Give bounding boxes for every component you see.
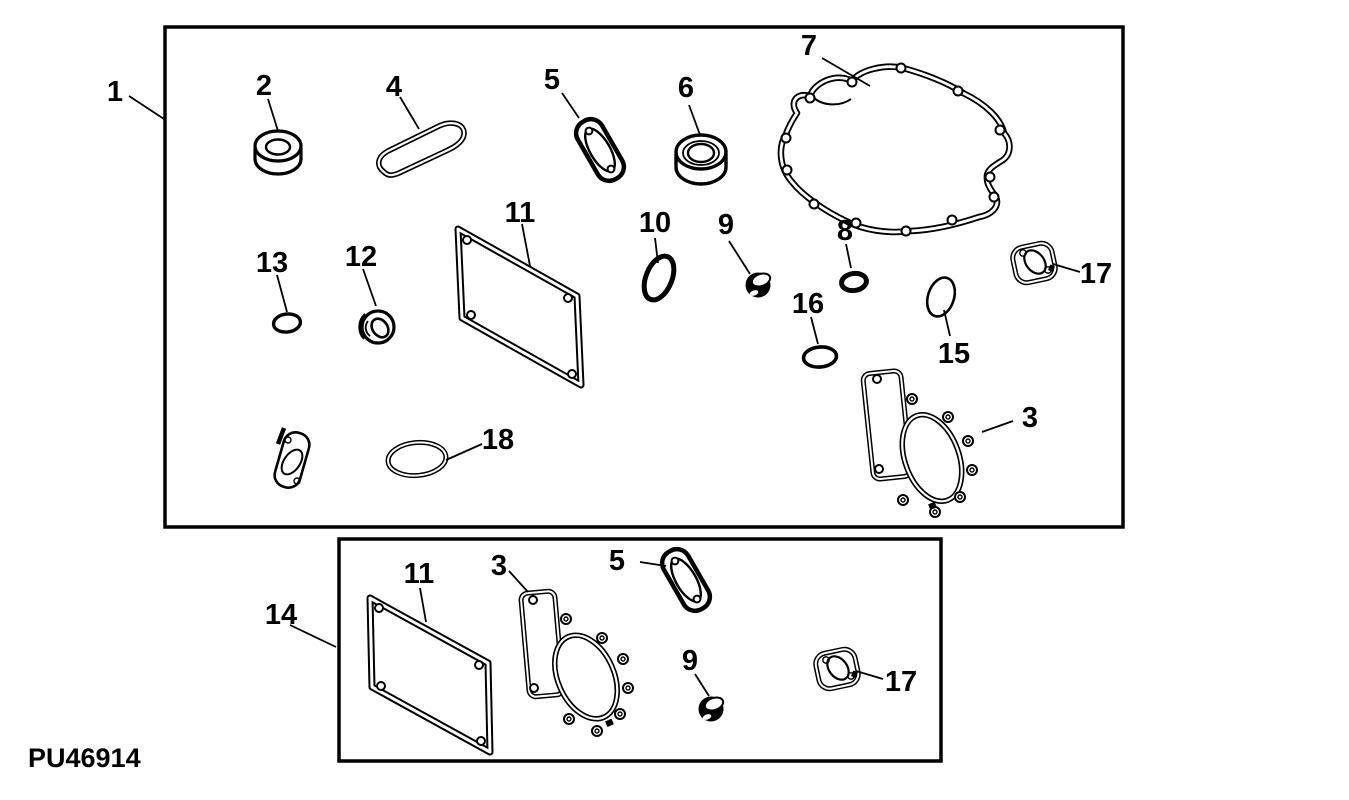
part-9-cup-plug-top xyxy=(745,272,772,298)
head-gasket-bolt-lobes xyxy=(897,393,978,518)
part-2-crank-seal-small xyxy=(253,129,303,176)
callout-7: 7 xyxy=(801,30,817,62)
part-17-exhaust-gasket-bottom xyxy=(813,646,861,692)
head-gasket-bolt-lobes xyxy=(560,613,634,737)
leader-14 xyxy=(289,624,337,648)
stamp-mark xyxy=(605,718,614,727)
callout-18: 18 xyxy=(482,424,514,456)
callout-14: 14 xyxy=(265,599,297,631)
callout-8: 8 xyxy=(837,215,853,247)
stamp-mark xyxy=(928,501,937,510)
callout-11-bottom: 11 xyxy=(404,558,435,590)
leader-1 xyxy=(128,95,165,120)
part-11-rocker-cover-gasket-bottom xyxy=(366,594,494,756)
part-7-crankcase-cover-gasket xyxy=(777,62,1013,237)
leader-13 xyxy=(276,274,288,313)
part-5-intake-gasket-bottom xyxy=(659,546,713,614)
part-8-oring xyxy=(839,270,869,294)
leader-7 xyxy=(821,57,871,87)
part-10-oring xyxy=(641,253,677,303)
part-unlabeled-flange-gasket xyxy=(273,427,311,489)
part-5-intake-gasket-top xyxy=(573,116,627,184)
callout-4: 4 xyxy=(386,71,402,103)
callout-2: 2 xyxy=(256,70,272,102)
leader-17-top xyxy=(1052,263,1081,273)
leader-12 xyxy=(362,268,377,307)
part-4-breather-gasket xyxy=(376,120,467,178)
part-3-head-gasket-top xyxy=(860,368,978,518)
drawing-code: PU46914 xyxy=(28,743,141,773)
part-16-oring xyxy=(801,345,839,369)
leader-8 xyxy=(845,243,852,269)
part-17-exhaust-gasket-top xyxy=(1010,240,1058,286)
callout-17-top: 17 xyxy=(1080,258,1112,290)
callout-11-top: 11 xyxy=(505,197,536,229)
callout-10: 10 xyxy=(639,207,671,239)
leader-3-top xyxy=(981,420,1014,433)
callout-17-bottom: 17 xyxy=(885,666,917,698)
callout-6: 6 xyxy=(678,72,694,104)
part-11-rocker-cover-gasket-top xyxy=(454,225,585,389)
leader-10 xyxy=(654,237,659,264)
part-9-cup-plug-bottom xyxy=(698,696,725,722)
leader-3-bottom xyxy=(508,570,529,593)
callout-12: 12 xyxy=(345,241,377,273)
leader-lines xyxy=(128,57,1081,697)
callout-16: 16 xyxy=(792,288,824,320)
leader-15 xyxy=(943,309,951,337)
part-6-crank-seal-large xyxy=(674,133,728,186)
callout-5-top: 5 xyxy=(544,64,560,96)
callout-5-bottom: 5 xyxy=(609,545,625,577)
callout-3-top: 3 xyxy=(1022,402,1038,434)
leader-2 xyxy=(267,98,279,132)
part-12-grooved-seal xyxy=(358,309,396,345)
callout-1: 1 xyxy=(107,76,123,108)
callout-9-top: 9 xyxy=(718,209,734,241)
leader-18 xyxy=(445,443,483,461)
leader-16 xyxy=(810,316,819,345)
leader-11-bottom xyxy=(419,587,427,623)
part-3-head-gasket-bottom xyxy=(518,588,634,737)
leader-6 xyxy=(688,104,701,136)
part-13-oring xyxy=(271,312,303,334)
callout-3-bottom: 3 xyxy=(491,550,507,582)
part-18-oring xyxy=(385,439,449,479)
leader-9-top xyxy=(728,240,751,275)
callout-15: 15 xyxy=(938,338,970,370)
leader-5-top xyxy=(561,92,580,119)
leader-11-top xyxy=(521,223,531,267)
leader-9-bottom xyxy=(694,673,710,697)
leader-5-bottom xyxy=(639,561,667,567)
callout-13: 13 xyxy=(256,247,288,279)
callout-9-bottom: 9 xyxy=(682,645,698,677)
part-15-oring xyxy=(925,276,957,318)
leader-17-bottom xyxy=(855,670,884,680)
leader-4 xyxy=(399,96,420,130)
